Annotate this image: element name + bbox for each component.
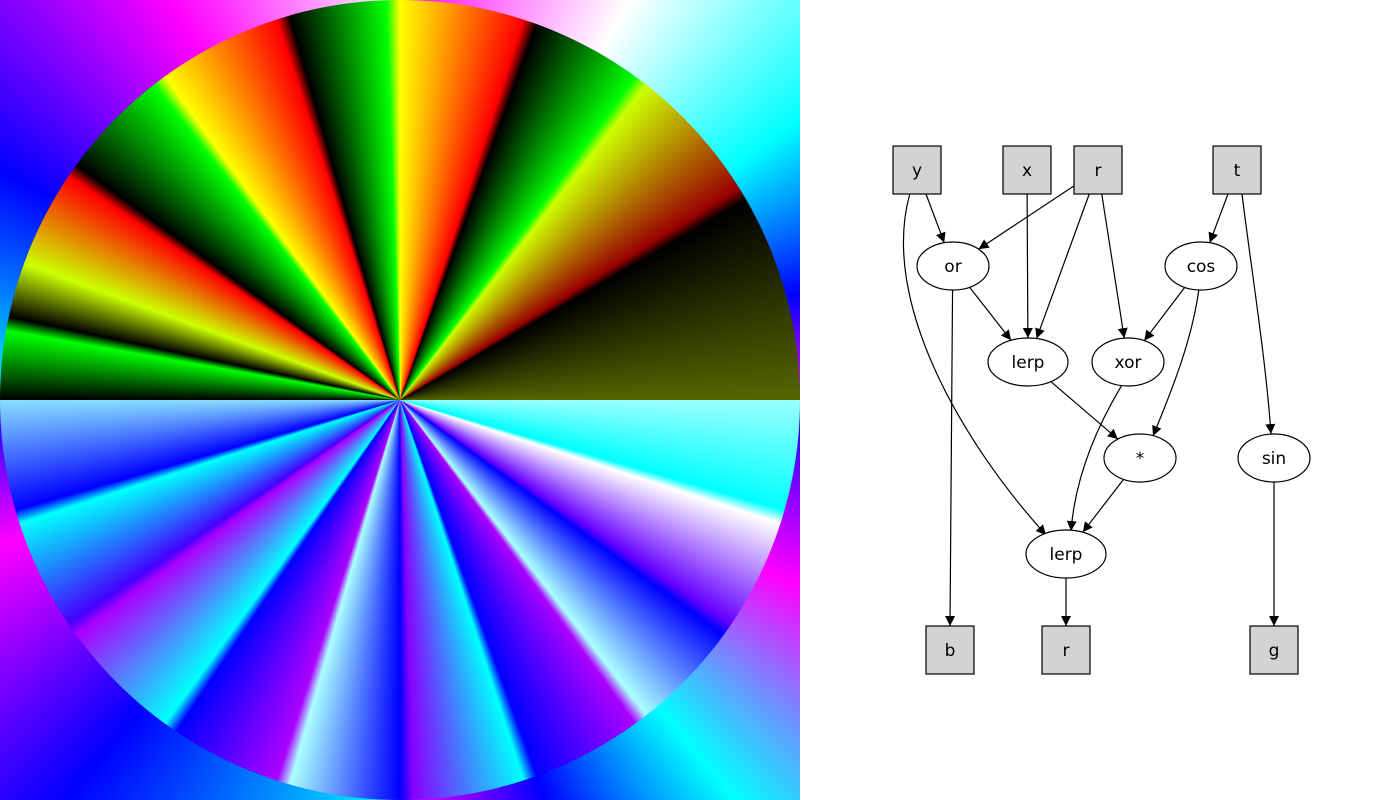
edge-op_lerp1-to-op_mul: [1050, 381, 1119, 440]
edge-in_x-to-op_lerp1: [1022, 193, 1033, 339]
input-node-shape: [892, 145, 942, 195]
input-node-label: t: [1234, 161, 1241, 181]
output-node-out_b: b: [925, 625, 975, 675]
op-node-label: lerp: [1050, 545, 1083, 565]
op-node-shape: [916, 241, 990, 291]
edge-in_r-to-op_or: [978, 185, 1075, 250]
edge-op_or-to-out_b: [945, 289, 956, 627]
pattern-radial-disc: [0, 0, 800, 800]
edge-op_xor-to-op_lerp2: [1066, 385, 1123, 532]
edge-in_y-to-op_or: [925, 193, 946, 243]
op-node-shape: [1164, 241, 1238, 291]
op-node-shape: [1103, 433, 1177, 483]
edge-in_t-to-op_sin: [1241, 193, 1276, 435]
generated-pattern-image: [0, 0, 800, 800]
op-node-op_xor: xor: [1091, 337, 1165, 387]
output-node-label: g: [1269, 641, 1280, 661]
output-node-out_r: r: [1041, 625, 1091, 675]
op-node-shape: [987, 337, 1069, 387]
input-node-shape: [1073, 145, 1123, 195]
output-node-label: r: [1063, 641, 1070, 661]
input-node-label: r: [1095, 161, 1102, 181]
input-node-shape: [1212, 145, 1262, 195]
output-node-shape: [1249, 625, 1299, 675]
output-node-out_g: g: [1249, 625, 1299, 675]
op-node-op_cos: cos: [1164, 241, 1238, 291]
op-node-label: lerp: [1012, 353, 1045, 373]
edge-op_cos-to-op_mul: [1152, 289, 1200, 437]
op-node-label: sin: [1262, 449, 1286, 469]
input-node-shape: [1002, 145, 1052, 195]
edge-in_r-to-op_xor: [1101, 193, 1128, 339]
op-node-shape: [1025, 529, 1107, 579]
input-node-in_x: x: [1002, 145, 1052, 195]
output-node-shape: [1041, 625, 1091, 675]
op-node-op_or: or: [916, 241, 990, 291]
edge-in_t-to-op_cos: [1208, 193, 1229, 243]
op-node-shape: [1237, 433, 1311, 483]
input-node-in_t: t: [1212, 145, 1262, 195]
input-node-in_r: r: [1073, 145, 1123, 195]
op-node-label: or: [944, 257, 961, 277]
op-node-label: xor: [1115, 353, 1142, 373]
op-node-label: cos: [1187, 257, 1216, 277]
op-node-op_lerp2: lerp: [1025, 529, 1107, 579]
output-node-shape: [925, 625, 975, 675]
op-node-op_sin: sin: [1237, 433, 1311, 483]
op-node-op_mul: *: [1103, 433, 1177, 483]
graph-nodes: y x r t or cos lerp xor * sin lerp b r g: [892, 145, 1311, 675]
graph-edges: [902, 185, 1279, 627]
edge-op_cos-to-op_xor: [1143, 287, 1186, 341]
input-node-label: y: [912, 161, 922, 181]
op-node-label: *: [1136, 449, 1145, 469]
input-node-label: x: [1022, 161, 1032, 181]
op-node-shape: [1091, 337, 1165, 387]
edge-in_y-to-op_lerp2: [902, 193, 1047, 536]
op-node-op_lerp1: lerp: [987, 337, 1069, 387]
input-node-in_y: y: [892, 145, 942, 195]
edge-op_or-to-op_lerp1: [969, 286, 1012, 341]
edge-in_r-to-op_lerp1: [1035, 193, 1090, 339]
expression-graph: y x r t or cos lerp xor * sin lerp b r g: [892, 145, 1311, 675]
edge-op_mul-to-op_lerp2: [1082, 478, 1125, 533]
output-node-label: b: [945, 641, 956, 661]
